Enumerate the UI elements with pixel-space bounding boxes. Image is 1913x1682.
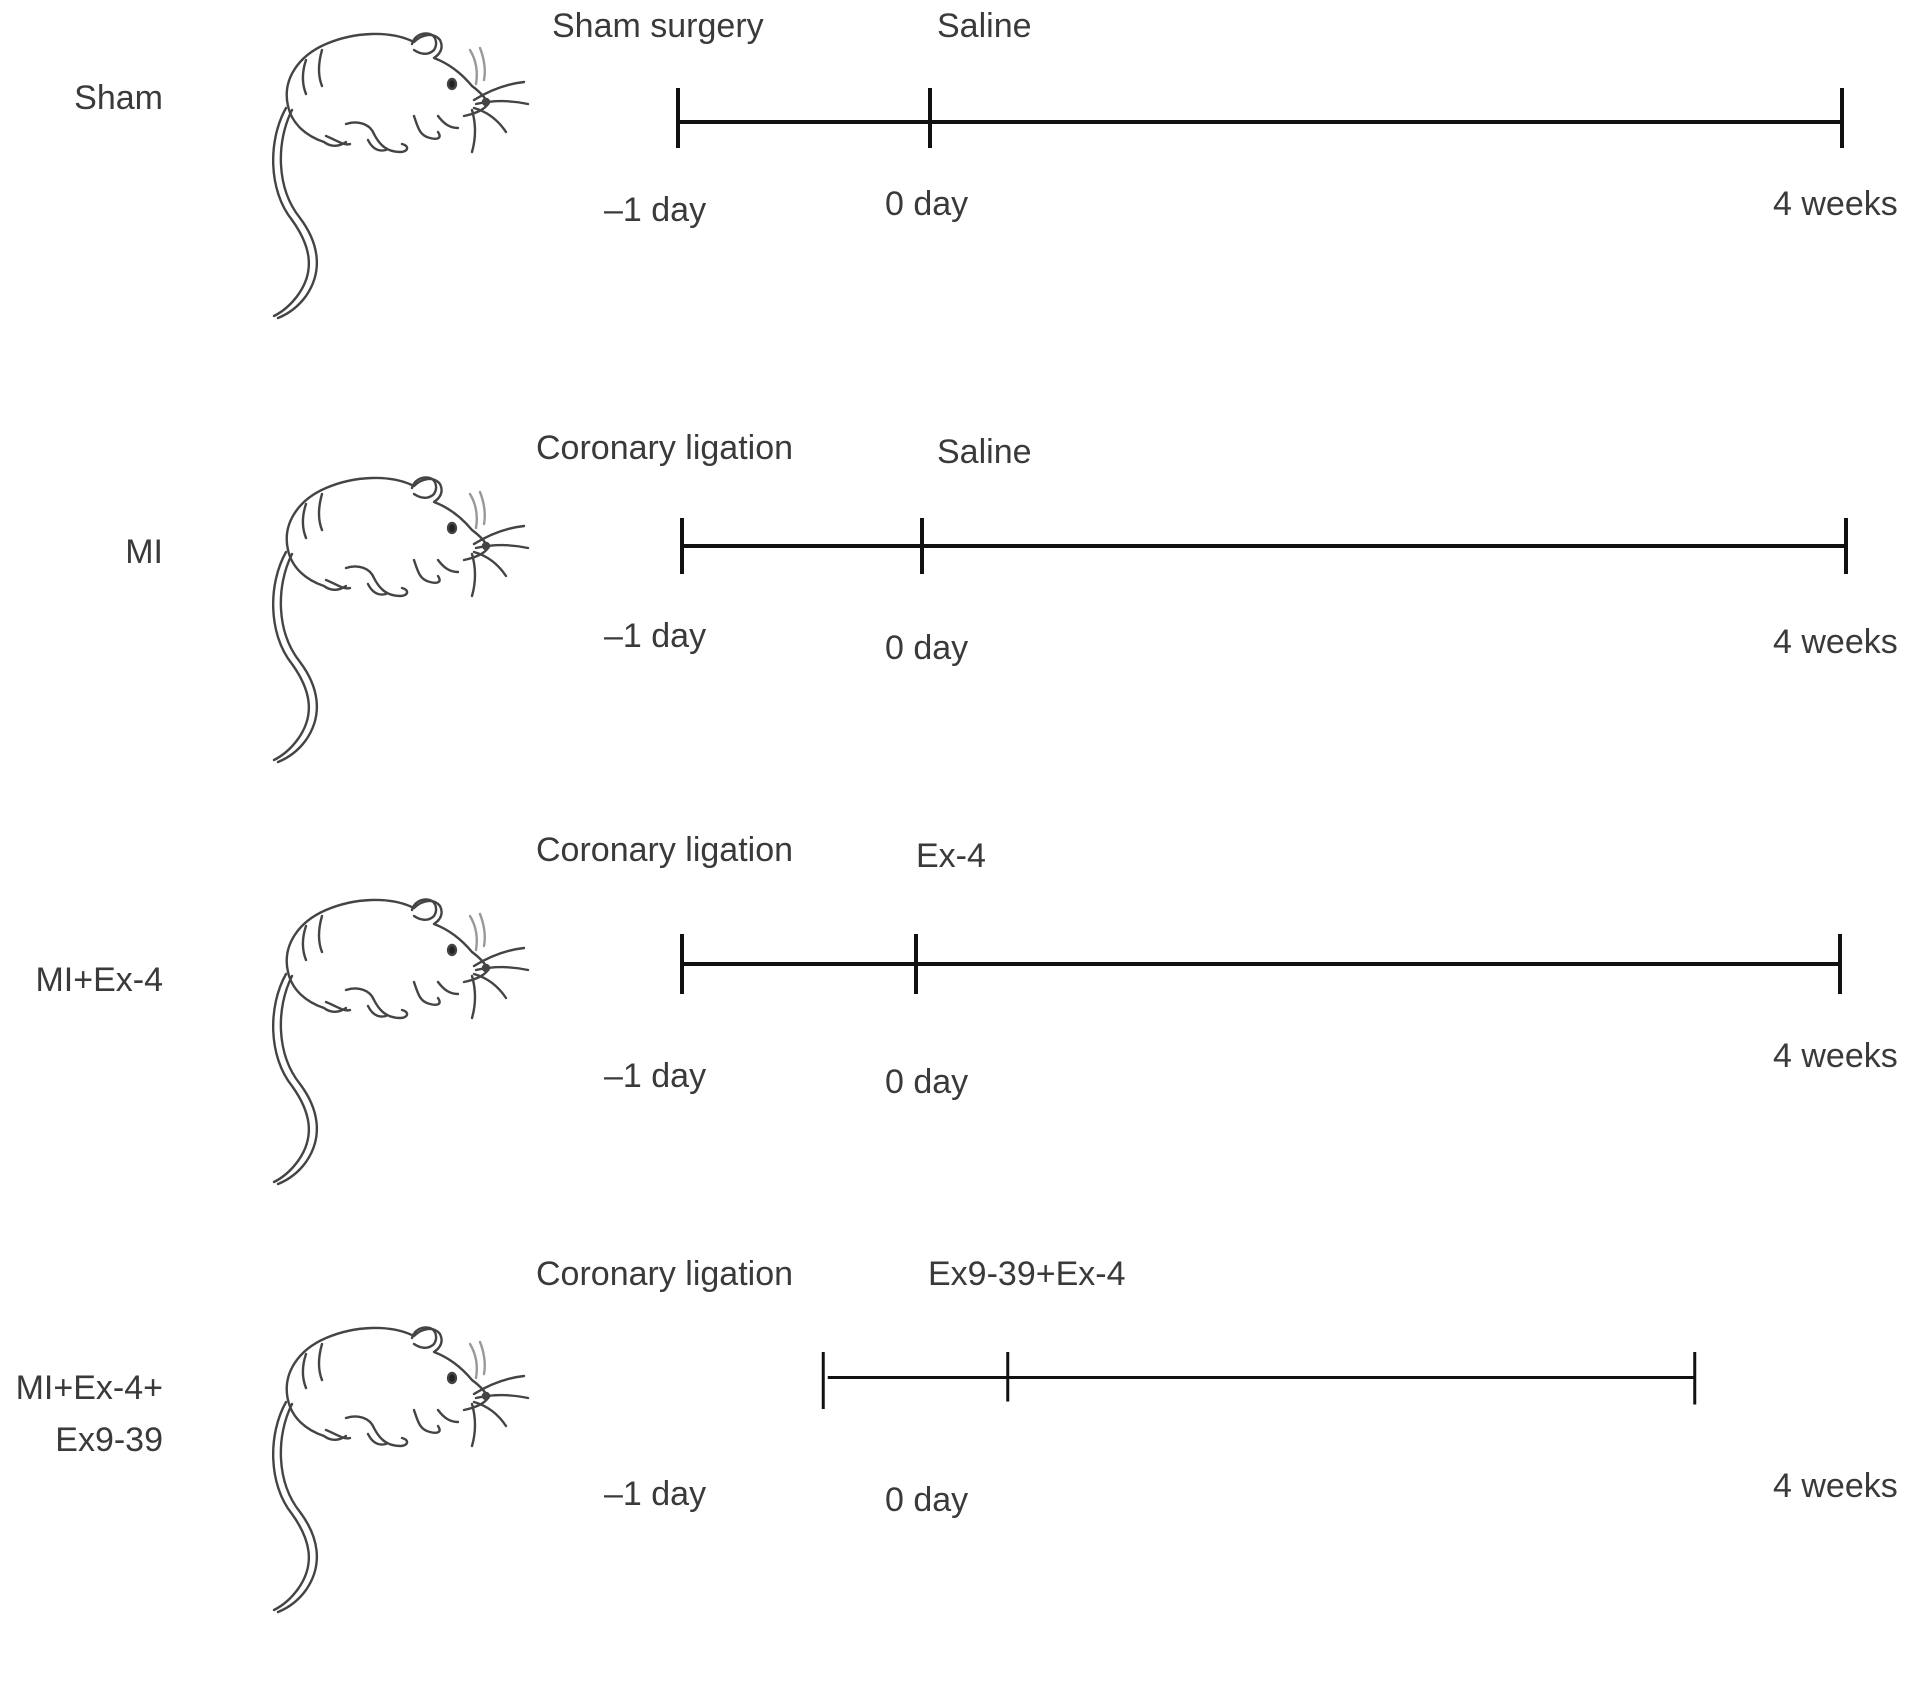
treatment-event-label: Saline [937,433,1032,471]
treatment-event-label: Saline [937,7,1032,45]
tick-label-end: 4 weeks [1773,185,1898,223]
timeline [680,518,1848,574]
tick-label-treatment: 0 day [885,629,969,667]
tick-label-treatment: 0 day [885,1481,969,1519]
tick-label-start: –1 day [604,1475,707,1513]
tick-label-treatment: 0 day [885,1063,969,1101]
tick-label-end: 4 weeks [1773,1037,1898,1075]
group-mi: MI Coronary ligation Saline –1 day 0 day… [0,424,1913,854]
group-sham: Sham Sham surgery Saline –1 day 0 day 4 … [0,0,1913,430]
group-mi-ex4-ex939: MI+Ex-4+ Ex9-39 Coronary ligation Ex9-39… [0,1252,1913,1682]
surgery-event-label: Coronary ligation [536,831,794,869]
tick-label-start: –1 day [604,1057,707,1095]
surgery-event-label: Coronary ligation [536,429,794,467]
group-label: MI+Ex-4 [35,961,163,999]
group-label: Sham [74,79,163,117]
treatment-event-label: Ex9-39+Ex-4 [928,1255,1126,1293]
tick-label-treatment: 0 day [885,185,969,223]
tick-label-start: –1 day [604,617,707,655]
experimental-design-diagram: Sham Sham surgery Saline –1 day 0 day 4 … [0,0,1913,1614]
group-mi-ex4: MI+Ex-4 Coronary ligation Ex-4 –1 day 0 … [0,830,1913,1260]
tick-label-end: 4 weeks [1773,1467,1898,1505]
mouse-icon [271,32,530,320]
group-label: MI+Ex-4+ Ex9-39 [15,1369,163,1459]
timeline [676,88,1844,148]
mouse-icon [271,898,530,1186]
mouse-icon [271,1326,530,1614]
surgery-event-label: Sham surgery [552,7,764,45]
surgery-event-label: Coronary ligation [536,1255,794,1293]
tick-label-start: –1 day [604,191,707,229]
tick-label-end: 4 weeks [1773,623,1898,661]
timeline [821,1352,1697,1409]
group-label: MI [125,533,163,571]
treatment-event-label: Ex-4 [916,837,986,875]
mouse-icon [271,476,530,764]
timeline [680,934,1842,994]
